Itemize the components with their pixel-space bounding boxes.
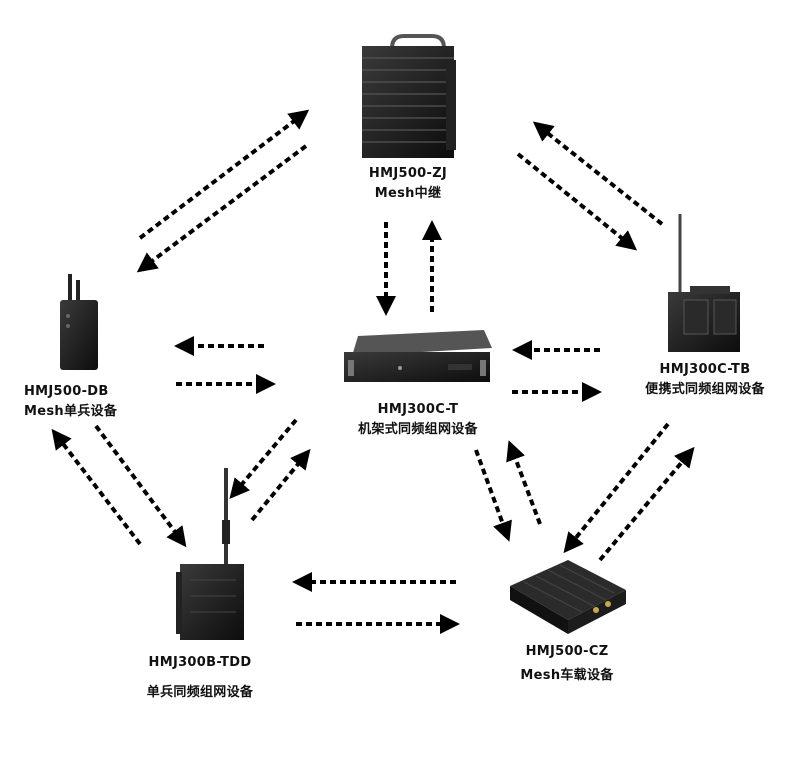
label-t: HMJ300C-T 机架式同频组网设备: [328, 400, 508, 440]
arrow-tdd-to-db: [51, 428, 142, 546]
arrow-db-to-tdd: [94, 424, 187, 548]
arrow-zj-to-tb: [516, 152, 638, 251]
arrow-t-to-cz: [474, 449, 512, 542]
arrow-t-to-tdd: [229, 418, 298, 500]
label-db: HMJ500-DB Mesh单兵设备: [10, 382, 174, 422]
model-cz: HMJ500-CZ: [525, 644, 609, 659]
vehicle-device-image: [510, 560, 626, 634]
desc-zj: Mesh中继: [374, 186, 442, 201]
single-soldier-device-image: [60, 274, 98, 370]
label-zj: HMJ500-ZJ Mesh中继: [340, 164, 476, 204]
desc-db: Mesh单兵设备: [24, 404, 118, 419]
model-tb: HMJ300C-TB: [659, 362, 751, 377]
label-cz: HMJ500-CZ Mesh车载设备: [492, 640, 642, 688]
arrow-tb-to-zj: [532, 121, 664, 226]
desc-tdd: 单兵同频组网设备: [146, 685, 254, 700]
model-zj: HMJ500-ZJ: [368, 166, 448, 181]
label-tdd: HMJ300B-TDD 单兵同频组网设备: [120, 648, 280, 708]
relay-device-image: [362, 34, 456, 158]
arrow-db-to-zj: [138, 109, 310, 240]
label-tb: HMJ300C-TB 便携式同频组网设备: [620, 360, 790, 400]
arrow-tdd-to-t: [250, 448, 311, 522]
arrow-cz-to-t: [506, 440, 542, 525]
model-tdd: HMJ300B-TDD: [148, 655, 252, 670]
desc-cz: Mesh车载设备: [520, 668, 614, 683]
desc-t: 机架式同频组网设备: [358, 422, 478, 437]
arrow-cz-to-tb: [598, 446, 695, 562]
arrow-zj-to-db: [136, 144, 308, 273]
arrow-tb-to-cz: [563, 422, 670, 554]
model-db: HMJ500-DB: [24, 384, 109, 399]
link-arrows: [51, 109, 695, 634]
portable-device-image: [668, 214, 740, 352]
desc-tb: 便携式同频组网设备: [645, 382, 765, 397]
model-t: HMJ300C-T: [377, 402, 459, 417]
tdd-device-image: [176, 468, 244, 640]
rack-device-image: [344, 330, 492, 382]
